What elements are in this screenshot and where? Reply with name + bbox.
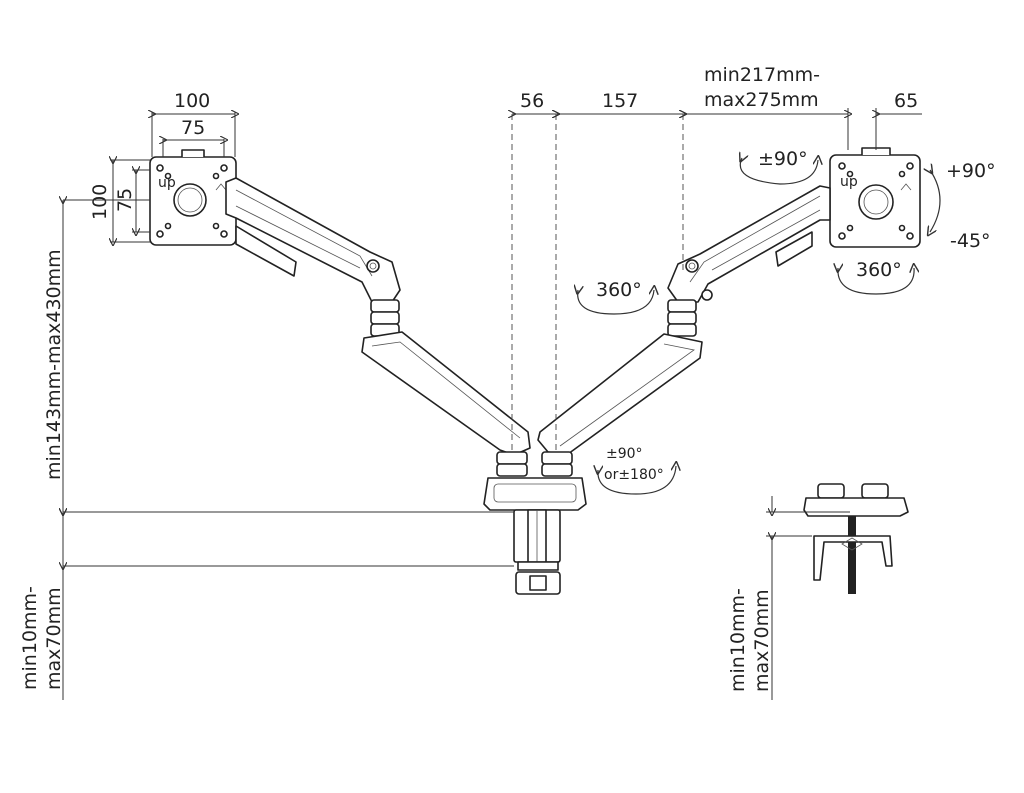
- extension-label-line2: max275mm: [704, 89, 819, 111]
- right-upper-arm: [667, 185, 831, 303]
- extension-label-line1: min217mm-: [704, 64, 820, 86]
- height-range-label: min143mm-max430mm: [43, 249, 65, 480]
- base-rotation-label-line2: or±180°: [604, 467, 664, 483]
- up-label-left: up: [158, 175, 176, 191]
- right-elbow-joint: [667, 299, 697, 337]
- right-plate-width-label: 65: [894, 90, 918, 112]
- base-rotation-label-line1: ±90°: [606, 446, 643, 462]
- left-elbow-joint: [370, 299, 400, 337]
- left-upper-arm: [225, 177, 401, 303]
- tilt-up-label: +90°: [946, 160, 996, 182]
- right-vesa-plate: up: [829, 147, 921, 248]
- plate-inner-width-label: 75: [181, 117, 205, 139]
- top-dimensions: 56 157 min217mm- max275mm 65: [512, 64, 922, 114]
- pole-offset-label: 56: [520, 90, 544, 112]
- height-dimension: min143mm-max430mm min10mm- max70mm: [19, 200, 514, 700]
- plate-height-label: 100: [89, 184, 111, 220]
- clamp-side-view: min10mm- max70mm: [727, 483, 909, 700]
- head-rotation-label: 360°: [856, 259, 902, 281]
- left-lower-arm: [361, 331, 531, 456]
- tilt-down-label: -45°: [950, 230, 991, 252]
- left-vesa-plate: up: [149, 149, 237, 246]
- clamp-left-label-line2: max70mm: [43, 587, 65, 690]
- right-lower-arm: [537, 333, 703, 455]
- center-base: [483, 451, 587, 595]
- clamp-left-label-line1: min10mm-: [19, 586, 41, 690]
- arm-reach-label: 157: [602, 90, 638, 112]
- up-label-right: up: [840, 174, 858, 190]
- plate-width-label: 100: [174, 90, 210, 112]
- tilt-swivel-label: ±90°: [758, 148, 808, 170]
- clamp-right-label-line2: max70mm: [751, 589, 773, 692]
- arm-rotation-label: 360°: [596, 279, 642, 301]
- clamp-right-label-line1: min10mm-: [727, 588, 749, 692]
- rotation-indicators: ±90° +90° -45° 360° 360° ±90° or±180°: [578, 148, 996, 495]
